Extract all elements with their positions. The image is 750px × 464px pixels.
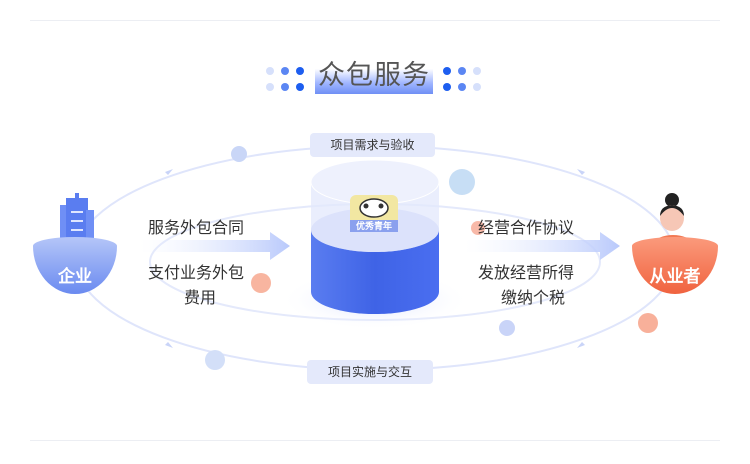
right-flow-line1: 经营合作协议 <box>478 218 575 237</box>
cycle-label-top: 项目需求与验收 <box>310 133 435 157</box>
left-flow-line3: 费用 <box>183 288 216 307</box>
worker-label: 从业者 <box>649 267 701 287</box>
orbit-arrow-icon <box>165 169 173 175</box>
bubble <box>471 221 485 235</box>
building-icon <box>60 193 94 245</box>
right-flow-line2: 发放经营所得 <box>478 263 575 282</box>
flow-arrow-right-icon <box>465 232 620 260</box>
page-title: 众包服务 <box>315 58 433 94</box>
cycle-label-bottom: 项目实施与交互 <box>307 360 433 384</box>
bubble <box>499 320 515 336</box>
orbit-arrow-icon <box>577 169 585 175</box>
left-flow-line2: 支付业务外包 <box>148 263 245 282</box>
worker-bowl <box>632 237 718 294</box>
bottom-divider <box>30 440 720 441</box>
enterprise-label: 企业 <box>58 267 92 287</box>
orbit-arrow-icon <box>577 342 585 348</box>
platform-cylinder <box>310 159 440 314</box>
panda-logo-icon <box>350 195 398 232</box>
right-flow-line3: 缴纳个税 <box>500 288 565 307</box>
flow-arrow-right-icon <box>140 232 290 260</box>
logo-text: 优秀青年 <box>355 222 392 232</box>
orbit-arrow-icon <box>165 342 173 348</box>
left-flow-line1: 服务外包合同 <box>148 218 245 237</box>
bubble <box>231 146 247 162</box>
bubble <box>638 313 658 333</box>
bubble <box>205 350 225 370</box>
top-divider <box>30 20 720 21</box>
enterprise-bowl <box>33 237 117 294</box>
bubble <box>449 169 475 195</box>
bubble <box>251 273 271 293</box>
